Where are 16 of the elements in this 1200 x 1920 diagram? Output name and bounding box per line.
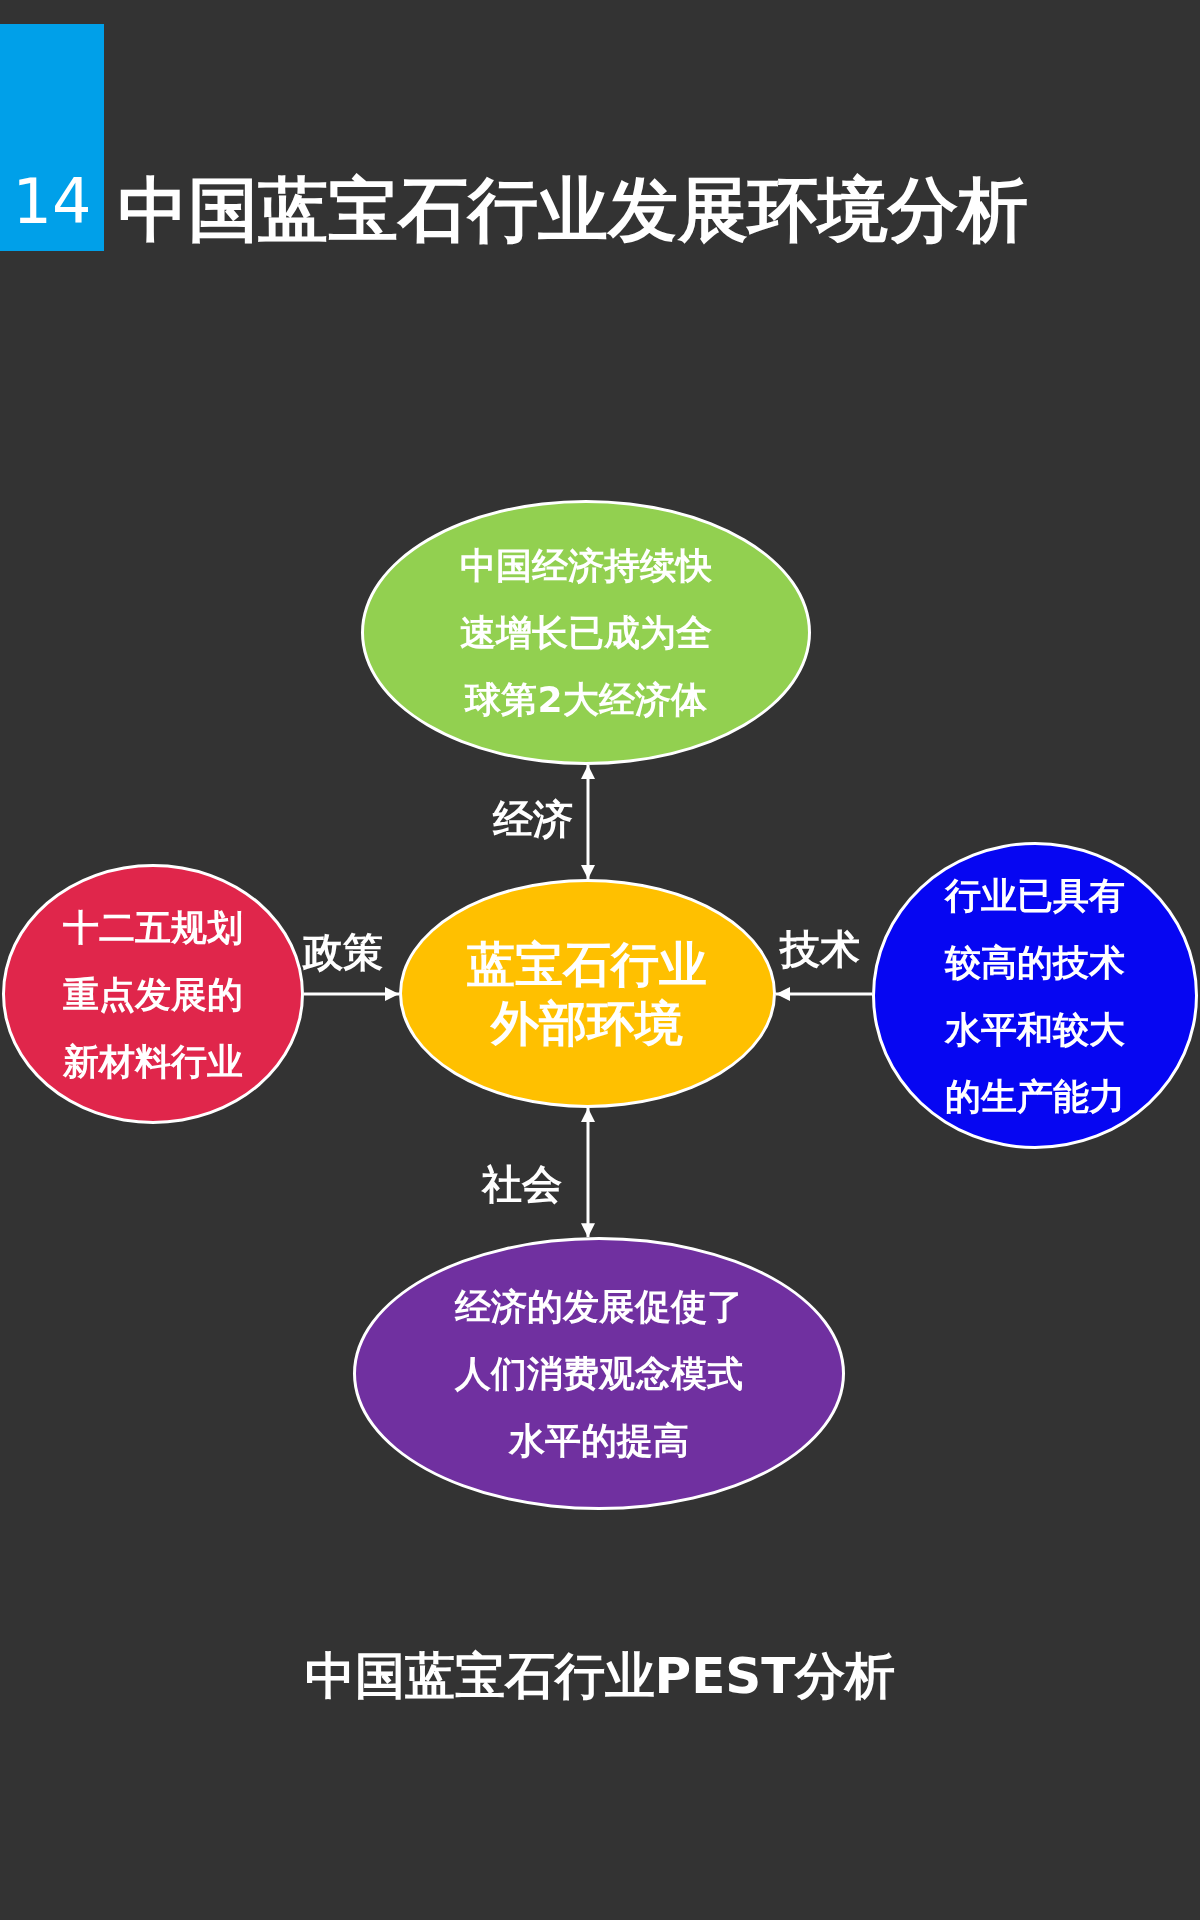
edge-label: 社会 [482,1160,562,1208]
node-text: 蓝宝石行业外部环境 [466,934,709,1053]
edge-label: 技术 [780,925,860,973]
double-headed-arrow [581,1108,595,1238]
node-text: 十二五规划重点发展的新材料行业 [62,905,244,1084]
edge-label: 经济 [493,795,573,843]
node-text: 经济的发展促使了人们消费观念模式水平的提高 [453,1285,744,1463]
page-title: 中国蓝宝石行业发展环境分析 [118,168,1028,252]
section-number: 14 [0,24,104,251]
arrow [304,987,399,1001]
node-text: 中国经济持续快速增长已成为全球第2大经济体 [459,544,713,722]
arrow [776,987,872,1001]
edge-label: 政策 [303,928,383,976]
double-headed-arrow [581,765,595,879]
node-text: 行业已具有较高的技术水平和较大的生产能力 [943,873,1126,1119]
diagram-caption: 中国蓝宝石行业PEST分析 [303,1646,897,1706]
